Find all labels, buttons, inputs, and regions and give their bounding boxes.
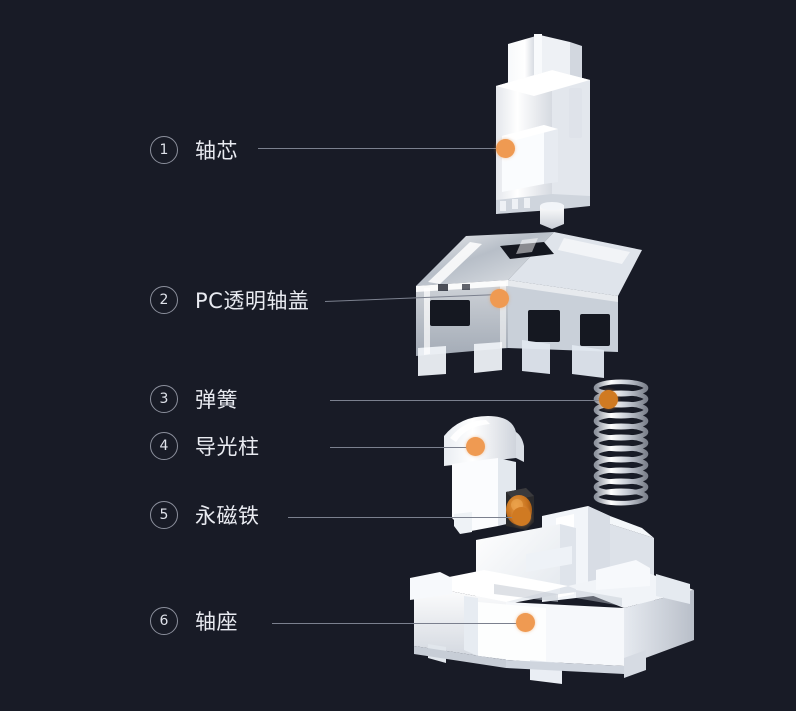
leader-line-3 [330,400,608,402]
callout-label-spring: 弹簧 [195,388,238,412]
callout-badge-2: 2 [150,286,178,314]
callout-magnet: 5 永磁铁 [150,500,260,530]
callout-label-magnet: 永磁铁 [195,504,260,528]
part-spring [586,378,656,506]
callout-stem: 1 轴芯 [150,135,238,165]
callout-spring: 3 弹簧 [150,384,238,414]
anchor-dot-6 [516,613,535,632]
anchor-dot-2 [490,289,509,308]
callout-label-light-guide: 导光柱 [195,435,260,459]
anchor-dot-4 [466,437,485,456]
callout-light-guide: 4 导光柱 [150,431,260,461]
callout-base: 6 轴座 [150,606,238,636]
leader-line-6 [272,623,526,625]
part-top-housing [404,228,662,378]
anchor-dot-3 [599,390,618,409]
leader-line-1 [258,148,505,150]
anchor-dot-1 [496,139,515,158]
callout-top-housing: 2 PC透明轴盖 [150,285,309,315]
callout-label-stem: 轴芯 [195,139,238,163]
callout-badge-1: 1 [150,136,178,164]
anchor-dot-5 [512,507,531,526]
callout-badge-4: 4 [150,432,178,460]
callout-badge-5: 5 [150,501,178,529]
leader-line-4 [330,447,476,449]
part-stem [478,24,613,229]
part-base-housing [410,498,700,693]
callout-label-base: 轴座 [195,610,238,634]
leader-line-5 [288,517,521,519]
callout-label-top-housing: PC透明轴盖 [195,289,310,313]
callout-badge-6: 6 [150,607,178,635]
callout-badge-3: 3 [150,385,178,413]
